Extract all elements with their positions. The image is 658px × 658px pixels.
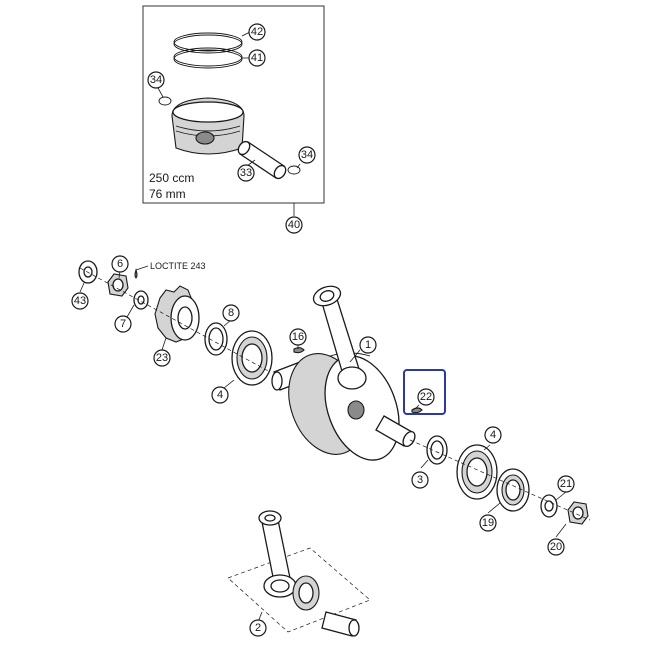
needle-bearing bbox=[292, 575, 320, 611]
key-16 bbox=[293, 347, 305, 354]
svg-text:22: 22 bbox=[420, 391, 432, 403]
callout-16[interactable]: 16 bbox=[289, 328, 307, 346]
svg-text:21: 21 bbox=[560, 478, 572, 490]
ring-3 bbox=[426, 435, 448, 465]
bearing-4-right bbox=[456, 444, 498, 500]
nut-20 bbox=[567, 501, 589, 525]
svg-text:3: 3 bbox=[417, 474, 423, 486]
loctite-drop bbox=[134, 268, 138, 279]
callout-3[interactable]: 3 bbox=[411, 471, 429, 489]
callout-22[interactable]: 22 bbox=[417, 388, 435, 406]
svg-text:41: 41 bbox=[251, 52, 263, 64]
circlip-right bbox=[287, 165, 301, 175]
piston-pin bbox=[237, 140, 287, 180]
callout-34-right[interactable]: 34 bbox=[298, 146, 316, 164]
svg-text:6: 6 bbox=[117, 258, 123, 270]
svg-text:2: 2 bbox=[255, 622, 261, 634]
callout-4-right[interactable]: 4 bbox=[484, 426, 502, 444]
bore-label: 76 mm bbox=[149, 187, 186, 201]
callout-20[interactable]: 20 bbox=[547, 538, 565, 556]
svg-text:4: 4 bbox=[217, 389, 223, 401]
svg-text:34: 34 bbox=[150, 74, 162, 86]
callout-8[interactable]: 8 bbox=[222, 304, 240, 322]
nut-6 bbox=[107, 273, 129, 297]
svg-text:19: 19 bbox=[482, 517, 494, 529]
callout-34-left[interactable]: 34 bbox=[147, 71, 165, 89]
callout-33[interactable]: 33 bbox=[237, 164, 255, 182]
ring-8 bbox=[204, 322, 228, 356]
washer-21 bbox=[540, 494, 558, 518]
callout-1[interactable]: 1 bbox=[359, 336, 377, 354]
svg-text:1: 1 bbox=[365, 339, 371, 351]
callout-4-left[interactable]: 4 bbox=[211, 386, 229, 404]
crankshaft bbox=[271, 285, 416, 461]
svg-text:23: 23 bbox=[156, 352, 168, 364]
svg-text:33: 33 bbox=[240, 167, 252, 179]
highlight-box bbox=[403, 369, 446, 415]
callout-7[interactable]: 7 bbox=[114, 315, 132, 333]
svg-text:42: 42 bbox=[251, 26, 263, 38]
piston bbox=[171, 97, 245, 155]
conrod-detail bbox=[227, 510, 371, 637]
callout-41[interactable]: 41 bbox=[248, 49, 266, 67]
displacement-label: 250 ccm bbox=[149, 171, 194, 185]
piston-ring-41 bbox=[173, 47, 243, 69]
callout-6[interactable]: 6 bbox=[111, 255, 129, 273]
callout-19[interactable]: 19 bbox=[479, 514, 497, 532]
svg-text:7: 7 bbox=[120, 318, 126, 330]
seal-19 bbox=[496, 468, 530, 512]
piston-ring-42 bbox=[173, 32, 243, 54]
shaft-axis bbox=[79, 267, 271, 373]
piston-inset: 250 ccm 76 mm bbox=[142, 5, 325, 216]
svg-text:16: 16 bbox=[292, 331, 304, 343]
circlip-left bbox=[158, 96, 172, 106]
svg-text:43: 43 bbox=[74, 295, 86, 307]
callout-23[interactable]: 23 bbox=[153, 349, 171, 367]
svg-text:4: 4 bbox=[490, 429, 496, 441]
callout-40[interactable]: 40 bbox=[285, 216, 303, 234]
crank-pin bbox=[321, 611, 360, 637]
svg-text:8: 8 bbox=[228, 307, 234, 319]
loctite-label: LOCTITE 243 bbox=[150, 261, 206, 271]
svg-text:20: 20 bbox=[550, 541, 562, 553]
key-22 bbox=[411, 407, 423, 414]
svg-text:34: 34 bbox=[301, 149, 313, 161]
washer-7 bbox=[133, 290, 149, 310]
callout-42[interactable]: 42 bbox=[248, 23, 266, 41]
callout-2[interactable]: 2 bbox=[249, 619, 267, 637]
bearing-4-left bbox=[231, 330, 273, 386]
callout-21[interactable]: 21 bbox=[557, 475, 575, 493]
svg-text:40: 40 bbox=[288, 219, 300, 231]
gear-23 bbox=[154, 285, 200, 343]
callout-43[interactable]: 43 bbox=[71, 292, 89, 310]
